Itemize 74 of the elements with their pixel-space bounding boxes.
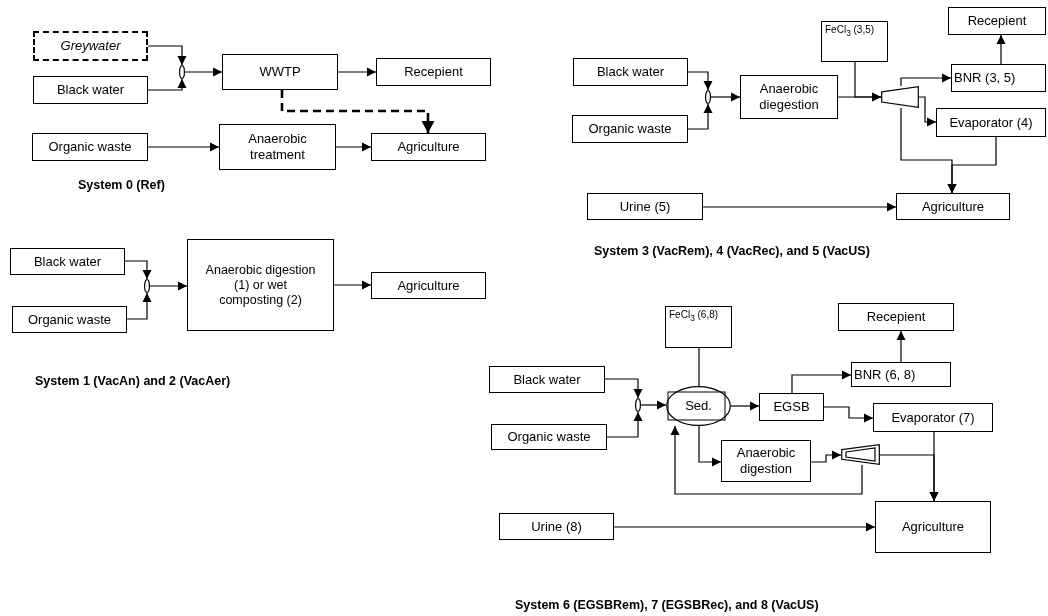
arrow <box>854 61 882 102</box>
arrow <box>126 292 152 320</box>
process-box: Agriculture <box>896 193 1010 220</box>
process-box: Organic waste <box>32 133 148 161</box>
system-caption: System 0 (Ref) <box>78 178 165 192</box>
arrow <box>687 103 713 130</box>
process-box: Urine (5) <box>587 193 703 220</box>
arrow <box>823 406 874 423</box>
system-caption: System 3 (VacRem), 4 (VacRec), and 5 (VacUS) <box>594 244 870 258</box>
process-box: Evaporator (4) <box>936 108 1046 137</box>
arrow <box>929 431 939 502</box>
process-box: Recepient <box>376 58 491 86</box>
process-box: EGSB <box>759 393 824 421</box>
arrow <box>335 142 372 152</box>
arrow <box>333 280 372 290</box>
arrow <box>996 34 1006 65</box>
process-box: Organic waste <box>12 306 127 333</box>
arrow <box>613 522 876 532</box>
process-box: Anaerobic digestion (1) or wet composting (2) <box>187 239 334 331</box>
arrow <box>687 71 713 91</box>
arrow <box>280 90 435 133</box>
arrow <box>147 78 187 91</box>
process-box: Recepient <box>838 303 954 331</box>
arrow <box>149 281 188 291</box>
process-box: Recepient <box>948 7 1046 35</box>
arrow <box>918 96 937 127</box>
process-box: Black water <box>489 366 605 393</box>
process-box: Urine (8) <box>499 513 614 540</box>
process-box: Black water <box>10 248 125 275</box>
arrow <box>147 45 187 66</box>
arrow <box>670 425 863 495</box>
process-box: FeCl$_{3}$ (3,5) <box>821 21 888 62</box>
arrow <box>896 330 906 363</box>
arrow <box>640 400 667 410</box>
arrow <box>710 92 741 102</box>
process-box: FeCl$_{3}$ (6,8) <box>665 306 732 348</box>
splitter-trapezoid <box>881 86 919 108</box>
process-box: Organic waste <box>572 115 688 143</box>
arrow <box>147 142 220 152</box>
process-box: Black water <box>33 76 148 104</box>
arrow <box>900 73 952 87</box>
process-box: BNR (6, 8) <box>851 362 951 387</box>
process-box: Evaporator (7) <box>873 403 993 432</box>
junction-ellipse <box>144 279 150 293</box>
arrow <box>698 425 722 467</box>
arrow <box>337 67 377 77</box>
arrow <box>810 450 842 463</box>
arrow <box>702 202 897 212</box>
arrow <box>184 67 223 77</box>
process-box: Anaerobic digestion <box>721 440 811 482</box>
process-box: Agriculture <box>371 133 486 161</box>
junction-ellipse <box>635 398 641 412</box>
process-box: WWTP <box>222 54 338 90</box>
arrow <box>947 136 997 194</box>
arrow <box>606 411 643 438</box>
process-box: Agriculture <box>875 501 991 553</box>
process-box: Organic waste <box>491 424 607 450</box>
arrow <box>604 378 643 399</box>
process-box: Agriculture <box>371 272 486 299</box>
system-caption: System 6 (EGSBRem), 7 (EGSBRec), and 8 (VacUS) <box>515 598 819 612</box>
process-box: Black water <box>573 58 688 86</box>
process-box: Anaerobic diegestion <box>740 75 838 119</box>
process-box: BNR (3, 5) <box>951 64 1046 92</box>
system-caption: System 1 (VacAn) and 2 (VacAer) <box>35 374 231 388</box>
connector-line <box>698 347 700 387</box>
arrow <box>730 401 760 411</box>
sedimentation-ellipse: Sed. <box>666 386 731 426</box>
arrow <box>124 260 152 280</box>
junction-ellipse <box>179 65 185 79</box>
arrow <box>791 370 852 394</box>
process-box: Greywater <box>33 31 148 61</box>
junction-ellipse <box>705 90 711 104</box>
splitter-trapezoid <box>841 444 880 465</box>
process-box: Anaerobic treatment <box>219 124 336 170</box>
